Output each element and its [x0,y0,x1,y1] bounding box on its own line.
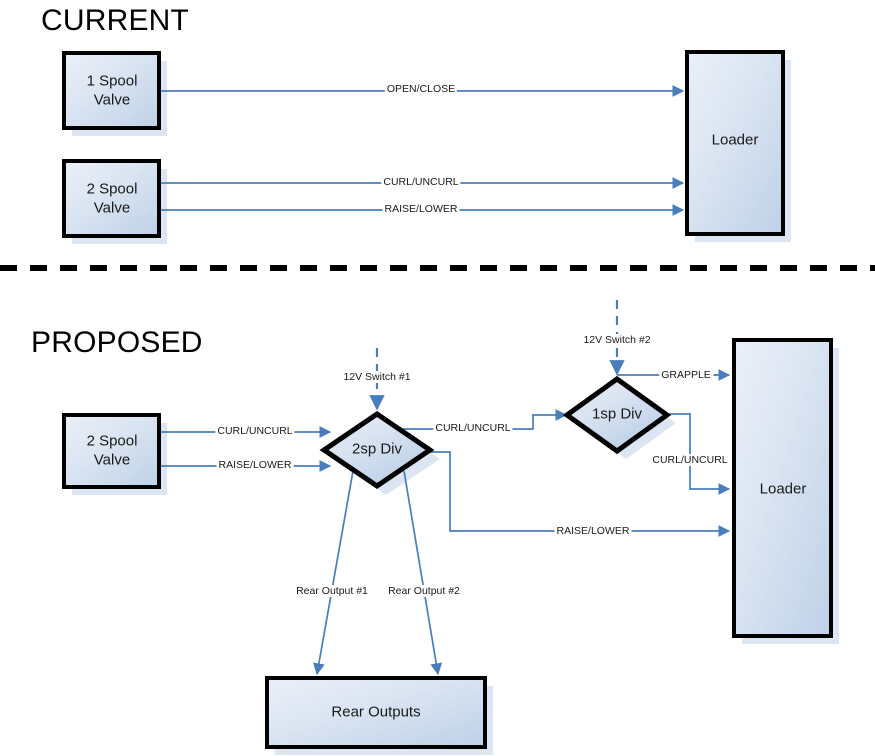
edge-div-curl-uncurl [403,409,568,430]
current-connectors [160,85,685,216]
switch-feeds [369,300,625,411]
node-1-spool-valve[interactable] [62,51,161,130]
edge-rear-output-1 [313,470,354,676]
node-2-spool-valve-current[interactable] [62,159,161,238]
edge-div-raise-lower [430,451,731,537]
node-2-spool-valve-proposed[interactable] [62,413,161,489]
edge-rear-output-2 [403,470,443,676]
page-title-proposed: PROPOSED [31,326,203,359]
node-2sp-div[interactable] [319,410,435,490]
node-1sp-div[interactable] [562,375,672,455]
node-loader-proposed[interactable] [732,338,833,638]
node-loader-current[interactable] [685,50,785,236]
edge-loader-curl-uncurl [665,413,731,495]
page-title-current: CURRENT [41,4,190,37]
node-rear-outputs[interactable] [265,676,487,749]
